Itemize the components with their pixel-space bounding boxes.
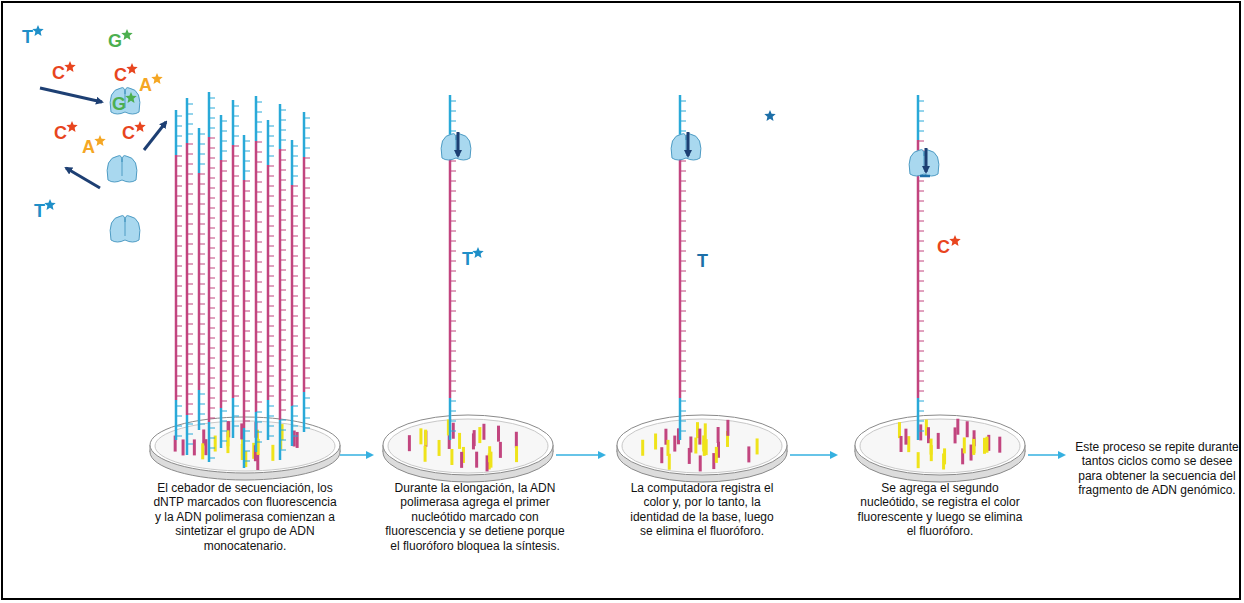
base-letter: A [139, 76, 152, 94]
base-letter: C [54, 124, 67, 142]
fluorophore-star [134, 121, 145, 132]
step-caption: Durante la elongación, la ADN polimerasa… [382, 481, 568, 553]
dna-strand [268, 120, 274, 440]
fluorophore-star [64, 61, 75, 72]
dna-strand [176, 110, 182, 440]
base-letter: T [462, 250, 473, 268]
dna-polymerase [110, 88, 140, 114]
base-letter: T [697, 252, 708, 270]
dna-polymerase [441, 132, 471, 160]
fluorophore-star [44, 199, 55, 210]
fluorophore-star [66, 121, 77, 132]
fluorophore-star [764, 110, 775, 121]
movement-arrow [40, 88, 102, 102]
fluorophore-star [949, 235, 960, 246]
dna-strand [256, 96, 262, 452]
dna-strand [304, 112, 310, 432]
step-caption: Se agrega el segundo nucleótido, se regi… [856, 481, 1024, 539]
fluorophore-star [472, 247, 483, 258]
flow-cell-dish [855, 415, 1025, 482]
dna-strand [221, 115, 227, 448]
dna-strand [280, 104, 286, 460]
fluorophore-star [125, 92, 136, 103]
base-letter: G [108, 32, 122, 50]
fluorophore-star [151, 73, 162, 84]
dna-strand [199, 128, 205, 430]
fluorophore-star [94, 135, 105, 146]
base-letter: T [22, 28, 33, 46]
fluorophore-star [121, 29, 132, 40]
dna-strand [233, 100, 239, 438]
base-letter: C [52, 64, 65, 82]
dna-strand [187, 98, 193, 455]
base-letter: C [937, 238, 950, 256]
step-caption: El cebador de secuenciación, los dNTP ma… [150, 481, 340, 553]
base-letter: T [34, 202, 45, 220]
dna-strand [918, 95, 924, 440]
flow-cell-dish [617, 415, 787, 482]
fluorophore-star [32, 25, 43, 36]
flow-cell-dish [383, 415, 553, 482]
step-caption: Este proceso se repite durante tantos ci… [1074, 440, 1240, 498]
dna-polymerase [110, 216, 140, 242]
incorporated-base [920, 175, 930, 178]
dna-polymerase [671, 132, 701, 160]
dna-strand [292, 140, 298, 446]
dna-strand [244, 135, 250, 468]
movement-arrow [144, 122, 166, 150]
base-letter: A [82, 138, 95, 156]
step-arrows [340, 455, 1064, 456]
step-caption: La computadora registra el color y, por … [624, 481, 780, 539]
base-letter: G [112, 95, 126, 113]
movement-arrow [66, 168, 100, 188]
base-letter: C [122, 124, 135, 142]
dna-polymerase [909, 148, 939, 176]
dna-polymerase [107, 156, 137, 182]
fluorophore-star [126, 63, 137, 74]
base-letter: C [114, 66, 127, 84]
dna-strand [209, 92, 215, 462]
